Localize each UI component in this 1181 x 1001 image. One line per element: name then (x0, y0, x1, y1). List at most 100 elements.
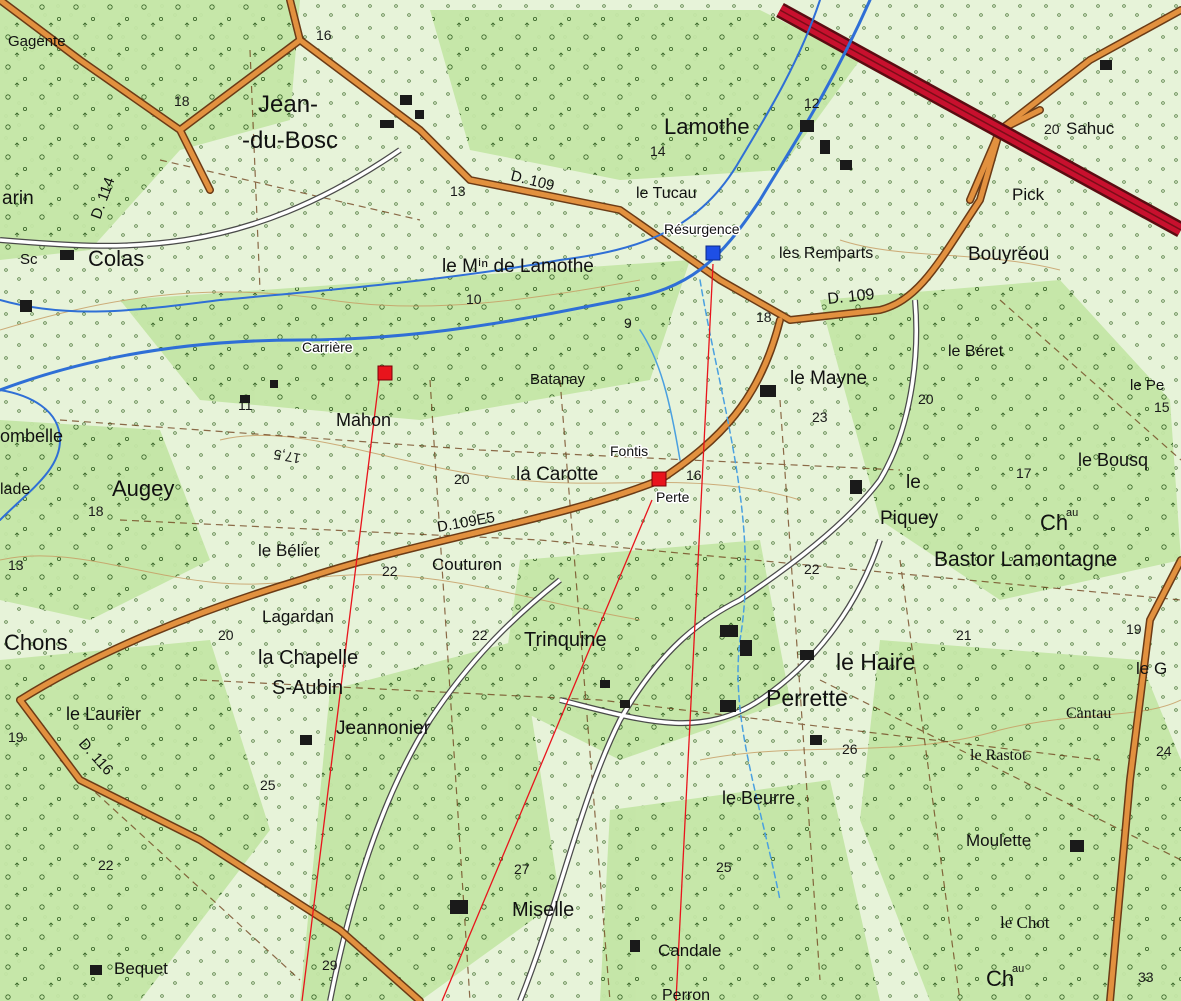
elevation-label: 27 (514, 861, 530, 877)
place-pick: Pick (1012, 185, 1045, 204)
place-sc: Sc (20, 251, 38, 268)
profile-lines (301, 263, 714, 1001)
place-candale: Candale (658, 941, 721, 960)
elevation-label: 20 (454, 471, 470, 487)
place-perrette: Perrette (766, 685, 848, 711)
elevation-label: 9 (624, 315, 632, 331)
elevation-label: 22 (382, 563, 398, 579)
elevation-label: 26 (842, 741, 858, 757)
elevation-label: 20 (218, 627, 234, 643)
place-le-bousquet: le Bousq (1078, 450, 1148, 470)
tracks (59, 49, 1181, 1001)
place-les-remparts: les Remparts (779, 245, 873, 262)
place-le-tucau: le Tucau (636, 185, 696, 202)
place-sahuc: Sahuc (1066, 119, 1115, 138)
elevation-label: 11 (238, 397, 253, 413)
place-miselle: Miselle (512, 899, 574, 921)
place-lamothe: Lamothe (664, 114, 750, 139)
place-jean-du-bosc-line2: -du-Bosc (242, 127, 338, 154)
river (0, 0, 872, 901)
elevation-label: 12 (804, 95, 820, 111)
place-labels: Gagente Jean- -du-Bosc arin Sc Colas Lam… (0, 33, 1167, 1001)
markers: Carrière Résurgence Fontis Perte (301, 220, 742, 507)
place-bottom-au: au (1012, 963, 1024, 975)
elevation-label: 19 (8, 729, 24, 745)
place-le-chot: le Chot (1000, 913, 1050, 932)
place-le-belier: le Bélier (258, 541, 320, 560)
place-lade: lade (0, 481, 30, 498)
place-mahon: Mahon (336, 410, 391, 430)
elevation-labels: 16 18 13 14 12 20 10 9 18 23 20 15 11 16… (8, 27, 1172, 985)
place-marin: arin (2, 188, 34, 209)
place-jean-du-bosc-line1: Jean- (258, 91, 318, 118)
elevation-label: 10 (466, 291, 482, 307)
place-augey: Augey (112, 476, 174, 501)
place-le-beurre: le Beurre (722, 788, 795, 808)
place-chateau-line1: Ch (1040, 510, 1068, 535)
place-moulette: Moulette (966, 831, 1031, 850)
place-le-moulin-de-lamothe: le Mⁱⁿ de Lamothe (442, 256, 594, 277)
place-le-pe: le Pe (1130, 377, 1164, 394)
elevation-label: 22 (98, 857, 114, 873)
elevation-label: 18 (756, 309, 772, 325)
buildings (20, 60, 1112, 975)
elevation-label: 22 (804, 561, 820, 577)
marker-carriere[interactable] (377, 365, 393, 381)
elevation-label: 25 (716, 859, 732, 875)
elevation-label: 29 (322, 957, 338, 973)
place-le-piquey-line2: Piquey (880, 508, 939, 529)
place-chateau-abbr: au (1066, 507, 1078, 519)
place-st-aubin: S-Aubin (272, 677, 343, 699)
place-chons: Chons (4, 630, 68, 655)
place-bottom-ch: Ch (986, 966, 1014, 991)
elevation-label: 14 (650, 143, 666, 159)
place-le-rastot: le Rastot (970, 747, 1027, 764)
marker-fontis-label: Fontis (610, 443, 648, 459)
place-la-carotte: la Carotte (516, 464, 598, 485)
elevation-label: 17 (1016, 465, 1032, 481)
elevation-label: 23 (812, 409, 828, 425)
place-le-beret: le Béret (948, 343, 1004, 360)
marker-perte[interactable] (651, 471, 667, 487)
place-la-chapelle: la Chapelle (258, 647, 358, 669)
elevation-label: 20 (918, 391, 934, 407)
place-cantau: Cantau (1066, 705, 1111, 722)
marker-perte-label: Perte (656, 489, 690, 505)
elevation-label: 22 (472, 627, 488, 643)
marker-carriere-label: Carrière (302, 339, 353, 355)
elevation-label: 33 (1138, 969, 1154, 985)
elevation-label: 25 (260, 777, 276, 793)
elevation-label: 17,5 (272, 446, 302, 467)
place-perron: Perron (662, 987, 710, 1001)
place-le-haire: le Haire (836, 649, 915, 675)
place-colas: Colas (88, 246, 144, 271)
marker-resurgence[interactable] (705, 245, 721, 261)
place-bouyreou: Bouyréou (968, 244, 1049, 265)
elevation-label: 18 (88, 503, 104, 519)
elevation-label: 24 (1156, 743, 1172, 759)
elevation-label: 15 (1154, 399, 1170, 415)
elevation-label: 16 (686, 467, 702, 483)
elevation-label: 21 (956, 627, 972, 643)
elevation-label: 13 (8, 557, 24, 573)
place-gagente: Gagente (8, 33, 66, 50)
elevation-label: 16 (316, 27, 332, 43)
place-ombelle: ombelle (0, 426, 63, 446)
place-batanay: Batanay (530, 371, 586, 388)
place-lagardan: Lagardan (262, 607, 334, 626)
elevation-label: 18 (174, 93, 190, 109)
elevation-label: 19 (1126, 621, 1142, 637)
place-le-piquey-line1: le (906, 472, 921, 493)
place-trinquine: Trinquine (524, 629, 607, 651)
minor-roads-fill (0, 148, 918, 1001)
place-le-g: le G (1136, 659, 1167, 678)
place-bastor-lamontagne: Bastor Lamontagne (934, 548, 1117, 571)
elevation-label: 20 (1044, 121, 1060, 137)
elevation-label: 13 (450, 183, 466, 199)
place-le-mayne: le Mayne (790, 368, 867, 389)
road-d109-east: D. 109 (827, 286, 876, 308)
